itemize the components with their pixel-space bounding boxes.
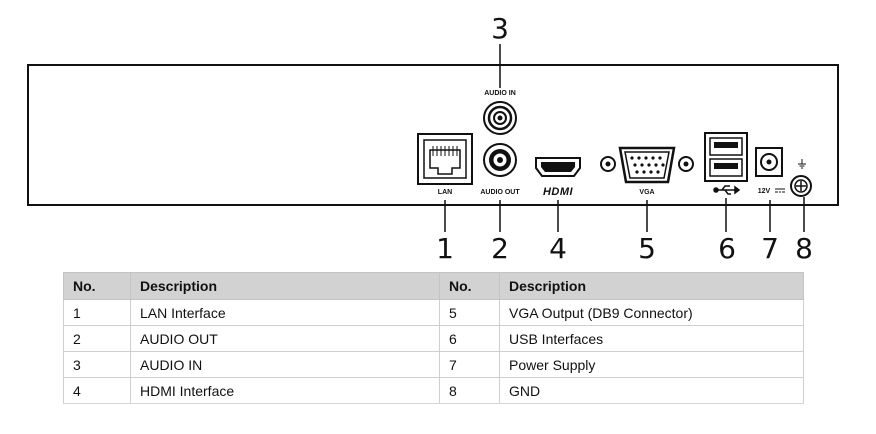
row-description: USB Interfaces <box>499 325 804 352</box>
callout-3: 3 <box>491 12 509 45</box>
usb-symbol-icon <box>713 185 741 195</box>
usb-ports-icon <box>704 132 748 182</box>
vga-label: VGA <box>639 189 654 196</box>
dc-symbol-icon <box>775 188 785 193</box>
header-no: No. <box>439 272 500 300</box>
table-header-row: No. Description No. Description <box>63 272 804 300</box>
callout-4: 4 <box>549 232 567 265</box>
row-number: 7 <box>439 351 500 378</box>
table-row: 2 AUDIO OUT 6 USB Interfaces <box>63 325 804 352</box>
header-description: Description <box>499 272 804 300</box>
header-no: No. <box>63 272 131 300</box>
table-row: 3 AUDIO IN 7 Power Supply <box>63 351 804 378</box>
vga-port-icon <box>600 146 694 184</box>
power-jack-icon <box>755 147 783 177</box>
lan-label: LAN <box>438 189 452 196</box>
lan-port-icon <box>417 133 473 185</box>
row-description: LAN Interface <box>130 299 440 326</box>
row-description: AUDIO OUT <box>130 325 440 352</box>
callout-5: 5 <box>638 232 656 265</box>
audio-out-label: AUDIO OUT <box>480 189 520 196</box>
header-description: Description <box>130 272 440 300</box>
callout-6: 6 <box>718 232 736 265</box>
hdmi-port-icon <box>535 157 581 177</box>
hdmi-label: HDMI <box>543 186 574 198</box>
ground-terminal-icon <box>790 159 812 197</box>
row-description: Power Supply <box>499 351 804 378</box>
rear-panel-diagram: 3 AUDIO IN LAN AUDIO OUT HDMI <box>27 12 839 265</box>
port-description-table: No. Description No. Description 1 LAN In… <box>63 272 804 404</box>
table-row: 1 LAN Interface 5 VGA Output (DB9 Connec… <box>63 299 804 326</box>
row-description: GND <box>499 377 804 404</box>
audio-out-port-icon <box>483 143 517 177</box>
row-number: 2 <box>63 325 131 352</box>
table-row: 4 HDMI Interface 8 GND <box>63 377 804 404</box>
callout-2: 2 <box>491 232 509 265</box>
row-description: AUDIO IN <box>130 351 440 378</box>
row-number: 4 <box>63 377 131 404</box>
power-label: 12V <box>758 188 771 195</box>
row-description: HDMI Interface <box>130 377 440 404</box>
row-number: 1 <box>63 299 131 326</box>
callout-1: 1 <box>436 232 454 265</box>
audio-in-port-icon <box>483 101 517 135</box>
audio-in-label: AUDIO IN <box>484 90 516 97</box>
row-number: 3 <box>63 351 131 378</box>
row-number: 8 <box>439 377 500 404</box>
row-number: 5 <box>439 299 500 326</box>
row-number: 6 <box>439 325 500 352</box>
callout-7: 7 <box>761 232 779 265</box>
row-description: VGA Output (DB9 Connector) <box>499 299 804 326</box>
callout-8: 8 <box>795 232 813 265</box>
